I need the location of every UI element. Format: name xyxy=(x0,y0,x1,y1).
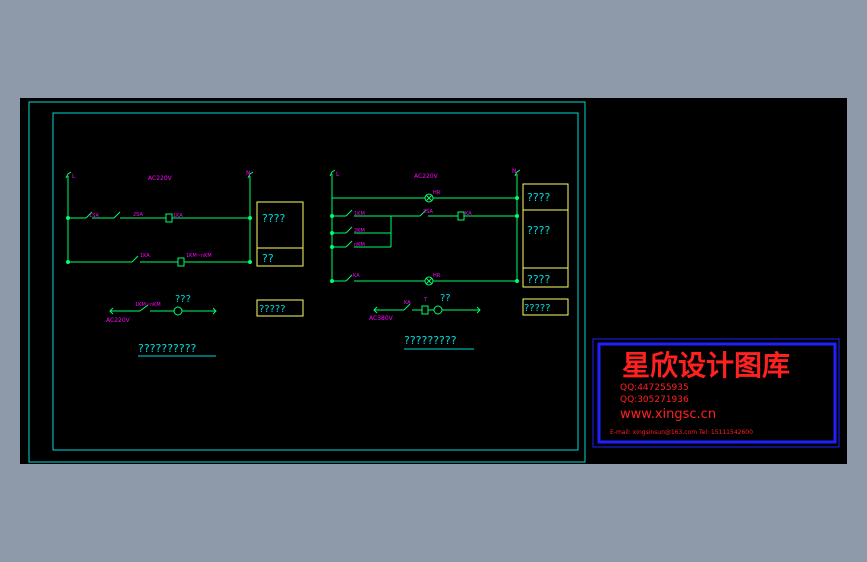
left-sub-note: ??? xyxy=(175,294,191,305)
left-1sa-label: 1SA xyxy=(89,213,99,219)
right-1km-label: 1KM xyxy=(354,211,365,217)
stamp-title: 星欣设计图库 xyxy=(622,349,790,382)
right-box-3: ???? xyxy=(527,273,551,286)
left-1ka-contact-label: 1KA xyxy=(140,253,150,259)
right-phase-label: L xyxy=(336,171,340,178)
left-box-top-text: ???? xyxy=(262,212,286,225)
left-phase-label: L xyxy=(72,173,76,180)
schematic-svg: L N AC220V 1SA 2SA 1KA 1KA 1KM~nKM ???? … xyxy=(28,101,840,463)
right-neutral-label: N xyxy=(512,168,517,175)
right-ka-contact-label: KA xyxy=(353,273,360,279)
stamp-qq1: QQ:447255935 xyxy=(620,383,689,393)
right-caption: ????????? xyxy=(404,334,457,347)
right-box-mid-text: ????? xyxy=(524,303,551,314)
right-lamp2-label: HR xyxy=(433,273,441,279)
inner-frame xyxy=(52,112,579,451)
stamp-qq2: QQ:305271936 xyxy=(620,395,689,405)
left-sub-label: 1KM~nKM xyxy=(135,302,161,308)
left-neutral-label: N xyxy=(246,170,251,177)
left-box-mid xyxy=(256,299,304,317)
outer-frame xyxy=(28,101,586,463)
left-sub-voltage: AC220V xyxy=(106,317,131,324)
right-box-1: ???? xyxy=(527,191,551,204)
stamp-url: www.xingsc.cn xyxy=(620,407,716,422)
left-voltage-label: AC220V xyxy=(148,175,173,182)
right-2km-label: 2KM xyxy=(354,228,365,234)
right-nkm-label: nKM xyxy=(354,242,365,248)
right-sub-note: ?? xyxy=(440,293,451,304)
drawing-canvas: L N AC220V 1SA 2SA 1KA 1KA 1KM~nKM ???? … xyxy=(20,98,847,464)
right-ka-coil-label: KA xyxy=(465,211,472,217)
left-caption: ?????????? xyxy=(138,342,197,355)
stamp-email: E-mail: xingsinsun@163.com Tel: 15111542… xyxy=(610,429,753,436)
right-voltage-label: AC220V xyxy=(414,173,439,180)
left-km-coil-label: 1KM~nKM xyxy=(186,253,212,259)
right-sub-voltage: AC380V xyxy=(369,315,394,322)
left-circuit xyxy=(65,171,254,357)
left-2sa-label: 2SA xyxy=(133,212,143,218)
right-lamp1-label: HR xyxy=(433,190,441,196)
right-2sa-label: 2SA xyxy=(423,209,433,215)
right-sub-t: T xyxy=(423,297,428,303)
right-box-stack xyxy=(522,183,569,288)
stamp-outer-border xyxy=(592,338,840,448)
left-1ka-coil-label: 1KA xyxy=(173,213,183,219)
right-circuit xyxy=(329,169,521,350)
left-box-bottom-text: ?? xyxy=(262,252,274,265)
left-box-top xyxy=(256,201,304,267)
right-sub-ka: KA xyxy=(404,300,411,306)
stamp-inner-border xyxy=(597,342,837,444)
right-box-mid xyxy=(522,298,569,316)
right-box-2: ???? xyxy=(527,224,551,237)
left-box-mid-text: ????? xyxy=(259,304,286,315)
